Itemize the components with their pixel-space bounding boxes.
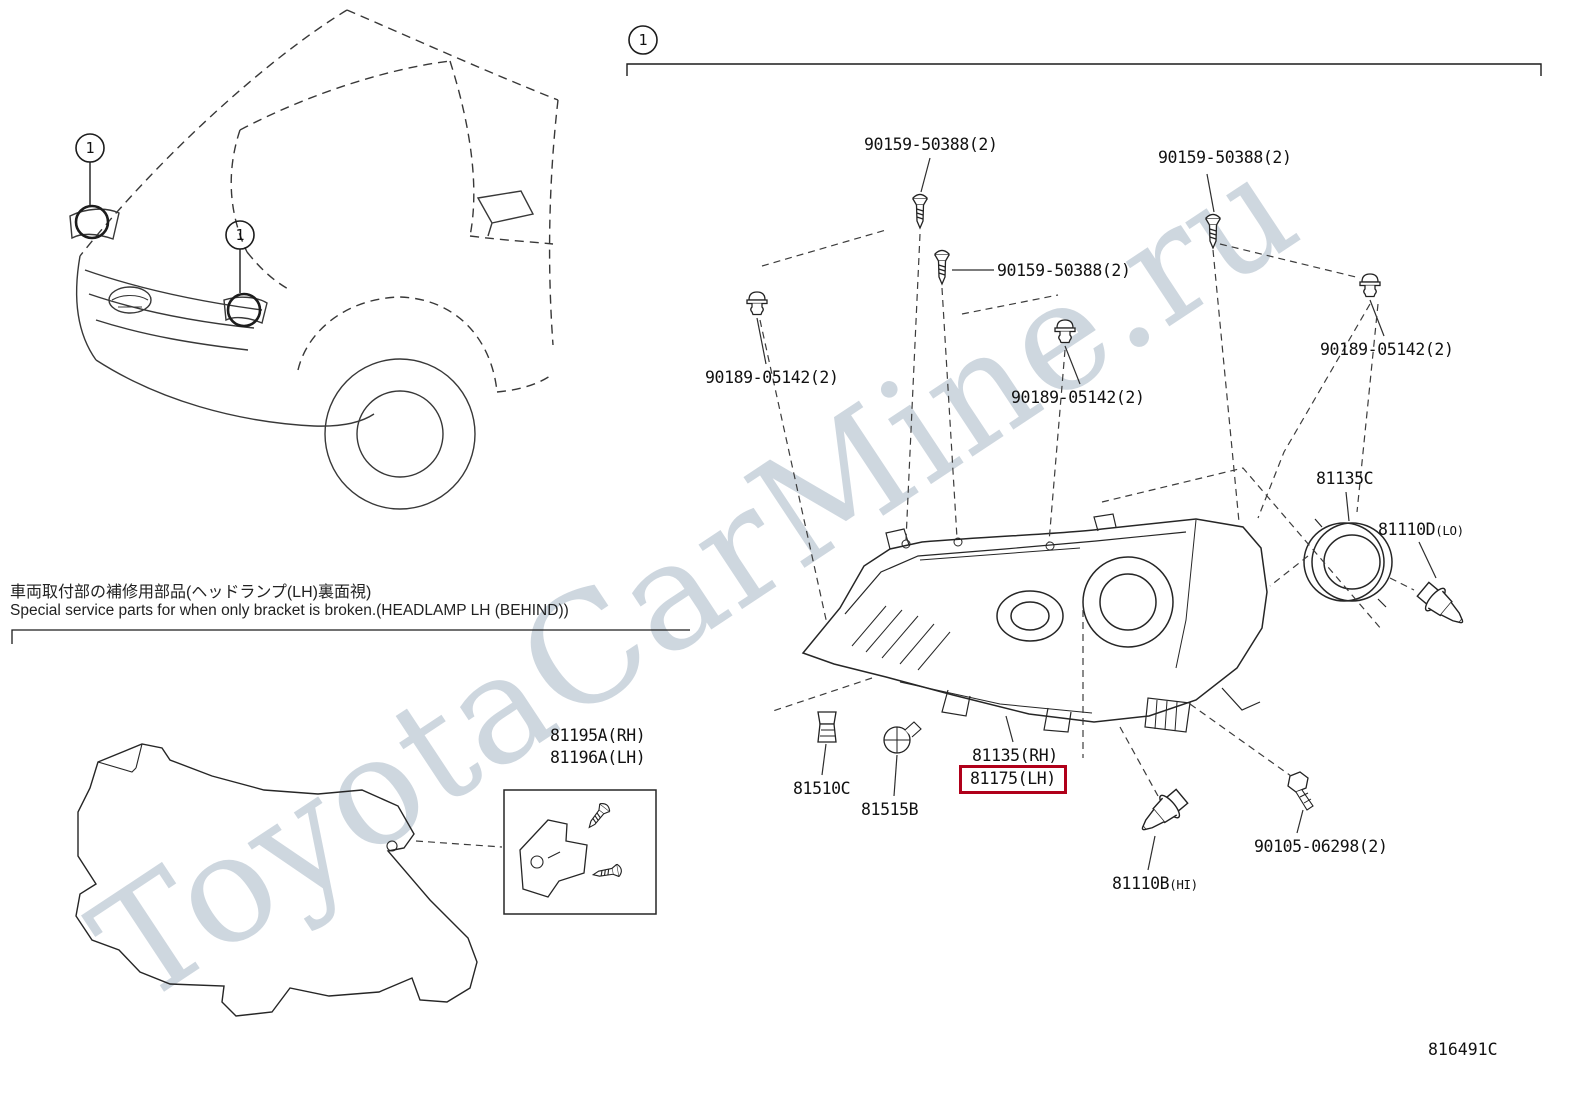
part-label-clip-left[interactable]: 90189-05142(2) bbox=[705, 368, 839, 387]
vehicle-callouts bbox=[74, 133, 262, 328]
note-underline bbox=[11, 629, 690, 644]
part-label-screw-right[interactable]: 90159-50388(2) bbox=[1158, 148, 1292, 167]
socket-81510-drawing bbox=[817, 711, 837, 743]
callout-1-badge: 1 bbox=[638, 31, 647, 49]
screw-icon bbox=[1205, 213, 1221, 249]
high-beam-bulb-drawing bbox=[1132, 784, 1192, 841]
part-label-bracket-lh[interactable]: 81196A(LH) bbox=[550, 748, 646, 767]
callout-1-badge: 1 bbox=[235, 226, 244, 244]
beam-suffix: (HI) bbox=[1169, 877, 1198, 892]
part-label-bracket-rh[interactable]: 81195A(RH) bbox=[550, 726, 646, 745]
retainer-cap-drawing bbox=[1303, 518, 1393, 608]
service-parts-box bbox=[503, 789, 657, 915]
grommet-icon bbox=[746, 291, 768, 316]
screw-icon bbox=[912, 193, 928, 229]
bolt-drawing bbox=[1287, 771, 1314, 811]
callout-1-badge: 1 bbox=[85, 139, 94, 157]
part-label-socket-a[interactable]: 81510C bbox=[793, 779, 851, 798]
vehicle-sketch bbox=[69, 9, 559, 510]
part-label-clip-right[interactable]: 90189-05142(2) bbox=[1320, 340, 1454, 359]
part-label-headlamp-lh: 81175(LH) bbox=[970, 769, 1056, 788]
group-bracket bbox=[626, 25, 1542, 76]
part-number: 81110B bbox=[1112, 874, 1170, 893]
part-number: 81110D bbox=[1378, 520, 1436, 539]
socket-81515-drawing bbox=[883, 721, 922, 754]
service-note-japanese: 車両取付部の補修用部品(ヘッドランプ(LH)裏面視) bbox=[10, 584, 372, 601]
construction-lines bbox=[415, 229, 1415, 848]
screw-icon bbox=[591, 863, 623, 882]
part-label-clip-center[interactable]: 90189-05142(2) bbox=[1011, 388, 1145, 407]
leader-lines bbox=[756, 157, 1437, 871]
screw-icon bbox=[934, 249, 950, 285]
part-label-bulb-low[interactable]: 81110D(LO) bbox=[1378, 520, 1464, 539]
part-label-bolt[interactable]: 90105-06298(2) bbox=[1254, 837, 1388, 856]
grommet-icon bbox=[1359, 273, 1381, 298]
low-beam-bulb-drawing bbox=[1413, 577, 1473, 634]
selected-part-box[interactable]: 81175(LH) bbox=[959, 765, 1067, 794]
part-label-bulb-high[interactable]: 81110B(HI) bbox=[1112, 874, 1198, 893]
service-box-screws bbox=[584, 800, 623, 882]
diagram-code: 816491C bbox=[1428, 1040, 1498, 1059]
beam-suffix: (LO) bbox=[1435, 523, 1464, 538]
part-label-screw-top[interactable]: 90159-50388(2) bbox=[864, 135, 998, 154]
part-label-screw-center[interactable]: 90159-50388(2) bbox=[997, 261, 1131, 280]
bracket-back-view bbox=[75, 743, 478, 1017]
headlamp-assembly-drawing bbox=[801, 513, 1268, 733]
service-note-english: Special service parts for when only brac… bbox=[10, 602, 569, 619]
part-label-headlamp-rh[interactable]: 81135(RH) bbox=[972, 746, 1058, 765]
screw-icon bbox=[584, 800, 613, 832]
part-label-socket-b[interactable]: 81515B bbox=[861, 800, 919, 819]
grommet-icon bbox=[1054, 319, 1076, 344]
part-label-cap[interactable]: 81135C bbox=[1316, 469, 1374, 488]
